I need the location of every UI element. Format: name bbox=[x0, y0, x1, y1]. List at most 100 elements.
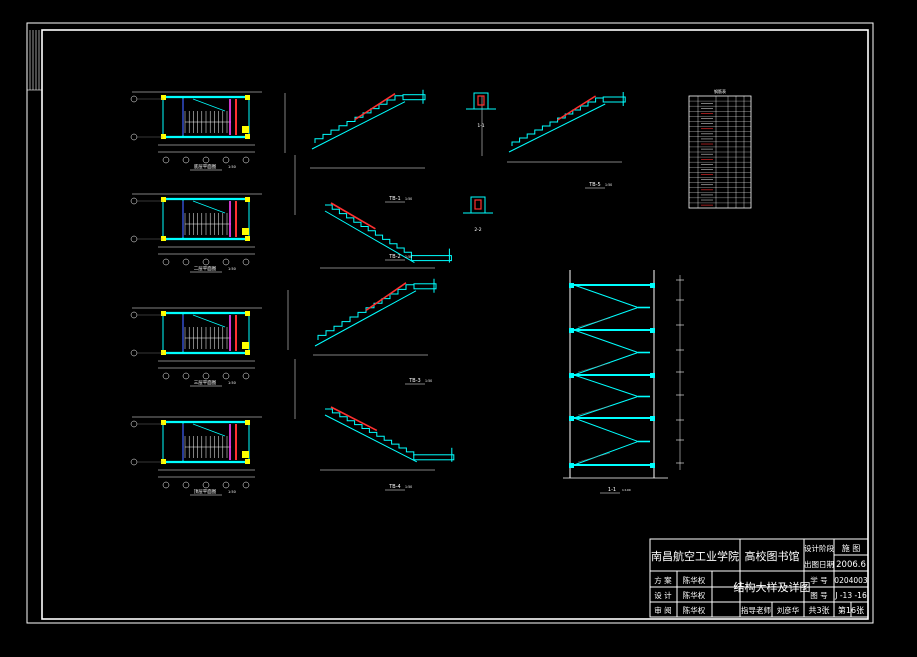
detail-caption: 2-2 bbox=[474, 227, 481, 233]
flight bbox=[573, 284, 639, 308]
grid-bubble bbox=[242, 372, 250, 380]
drawing-title: 结构大样及详图 bbox=[734, 580, 811, 594]
meta-label: 图 号 bbox=[810, 591, 827, 600]
flight-hatch bbox=[577, 452, 611, 463]
rebar bbox=[354, 93, 396, 121]
meta-value: 0204003 bbox=[834, 576, 868, 585]
section-caption: TB-2 bbox=[388, 254, 400, 260]
stair-slab bbox=[314, 290, 417, 347]
grid-bubble bbox=[130, 133, 138, 141]
plan-scale: 1:50 bbox=[228, 381, 236, 385]
rebar bbox=[330, 202, 376, 230]
section-scale: 1:50 bbox=[405, 255, 412, 259]
rebar bbox=[330, 406, 378, 432]
plan-scale: 1:50 bbox=[228, 490, 236, 494]
section-caption: TB-5 bbox=[588, 182, 600, 188]
break-line bbox=[192, 423, 226, 437]
break-line bbox=[192, 98, 226, 112]
section-scale: 1:50 bbox=[605, 183, 612, 187]
stair-slab bbox=[324, 414, 418, 463]
meta-value: 施 图 bbox=[842, 543, 861, 553]
grid-bubble bbox=[130, 458, 138, 466]
grid-bubble bbox=[202, 481, 210, 489]
grid-bubble bbox=[162, 481, 170, 489]
grid-bubble bbox=[182, 258, 190, 266]
flight bbox=[573, 307, 639, 331]
flight-hatch bbox=[577, 317, 611, 328]
flight-hatch bbox=[577, 362, 611, 373]
flight-hatch bbox=[577, 405, 611, 416]
row-name: 陈华权 bbox=[683, 575, 706, 585]
row-name: 陈华权 bbox=[683, 605, 706, 615]
school-name: 南昌航空工业学院 bbox=[651, 549, 739, 563]
stair-slab bbox=[508, 103, 606, 153]
meta-label: 设计阶段 bbox=[804, 543, 834, 553]
grid-bubble bbox=[162, 156, 170, 164]
instructor-name: 刘彦华 bbox=[777, 605, 800, 615]
stair-profile bbox=[317, 284, 414, 340]
meta-label: 学 号 bbox=[810, 575, 827, 585]
plan-scale: 1:50 bbox=[228, 165, 236, 169]
grid-bubble bbox=[130, 349, 138, 357]
grid-bubble bbox=[242, 481, 250, 489]
meta-value: J -13 -16 bbox=[834, 591, 867, 600]
section-caption: TB-4 bbox=[388, 484, 400, 490]
row-label: 设 计 bbox=[654, 590, 672, 600]
landing-slab bbox=[413, 283, 437, 290]
landing-slab bbox=[602, 96, 626, 103]
break-line bbox=[192, 200, 226, 214]
column bbox=[161, 350, 166, 355]
column bbox=[245, 134, 250, 139]
outer-frame bbox=[26, 22, 874, 624]
column bbox=[245, 95, 250, 100]
beam-details: 1-1 2-2 bbox=[463, 92, 496, 233]
column bbox=[242, 228, 249, 235]
stair-profile bbox=[511, 97, 604, 146]
binding-strip bbox=[27, 30, 42, 91]
grid-bubble bbox=[242, 258, 250, 266]
beam bbox=[650, 463, 655, 468]
column bbox=[161, 197, 166, 202]
flight bbox=[573, 441, 639, 466]
beam bbox=[650, 416, 655, 421]
flight bbox=[573, 417, 639, 442]
column bbox=[242, 451, 249, 458]
column bbox=[245, 236, 250, 241]
elevation-scale: 1:100 bbox=[622, 488, 631, 492]
plan-caption: 二层平面图 bbox=[194, 266, 217, 272]
stair-elevation: 1-1 1:100 bbox=[563, 270, 684, 494]
column bbox=[161, 236, 166, 241]
column bbox=[242, 342, 249, 349]
grid-bubble bbox=[130, 197, 138, 205]
beam-detail: 2-2 bbox=[463, 196, 493, 233]
grid-bubble bbox=[130, 311, 138, 319]
column bbox=[161, 134, 166, 139]
column bbox=[245, 420, 250, 425]
meta-label: 出图日期 bbox=[804, 559, 834, 569]
beam bbox=[650, 283, 655, 288]
meta-value: 2006.6 bbox=[836, 560, 866, 570]
elevation-caption: 1-1 bbox=[608, 487, 616, 493]
section-caption: TB-1 bbox=[388, 196, 400, 202]
detail-caption: 1-1 bbox=[477, 123, 484, 129]
beam bbox=[569, 373, 574, 378]
column bbox=[245, 350, 250, 355]
grid-bubble bbox=[130, 420, 138, 428]
stair-elevation: 1-1 1:100 bbox=[563, 270, 684, 494]
grid-bubble bbox=[182, 372, 190, 380]
break-line bbox=[192, 314, 226, 328]
beam bbox=[569, 283, 574, 288]
grid-bubble bbox=[202, 156, 210, 164]
column bbox=[161, 311, 166, 316]
grid-bubble bbox=[222, 258, 230, 266]
stair-profile bbox=[325, 204, 412, 257]
landing-slab bbox=[402, 94, 426, 101]
column bbox=[161, 420, 166, 425]
stair-slab bbox=[311, 101, 406, 150]
grid-bubble bbox=[222, 156, 230, 164]
column bbox=[245, 459, 250, 464]
beam bbox=[650, 328, 655, 333]
